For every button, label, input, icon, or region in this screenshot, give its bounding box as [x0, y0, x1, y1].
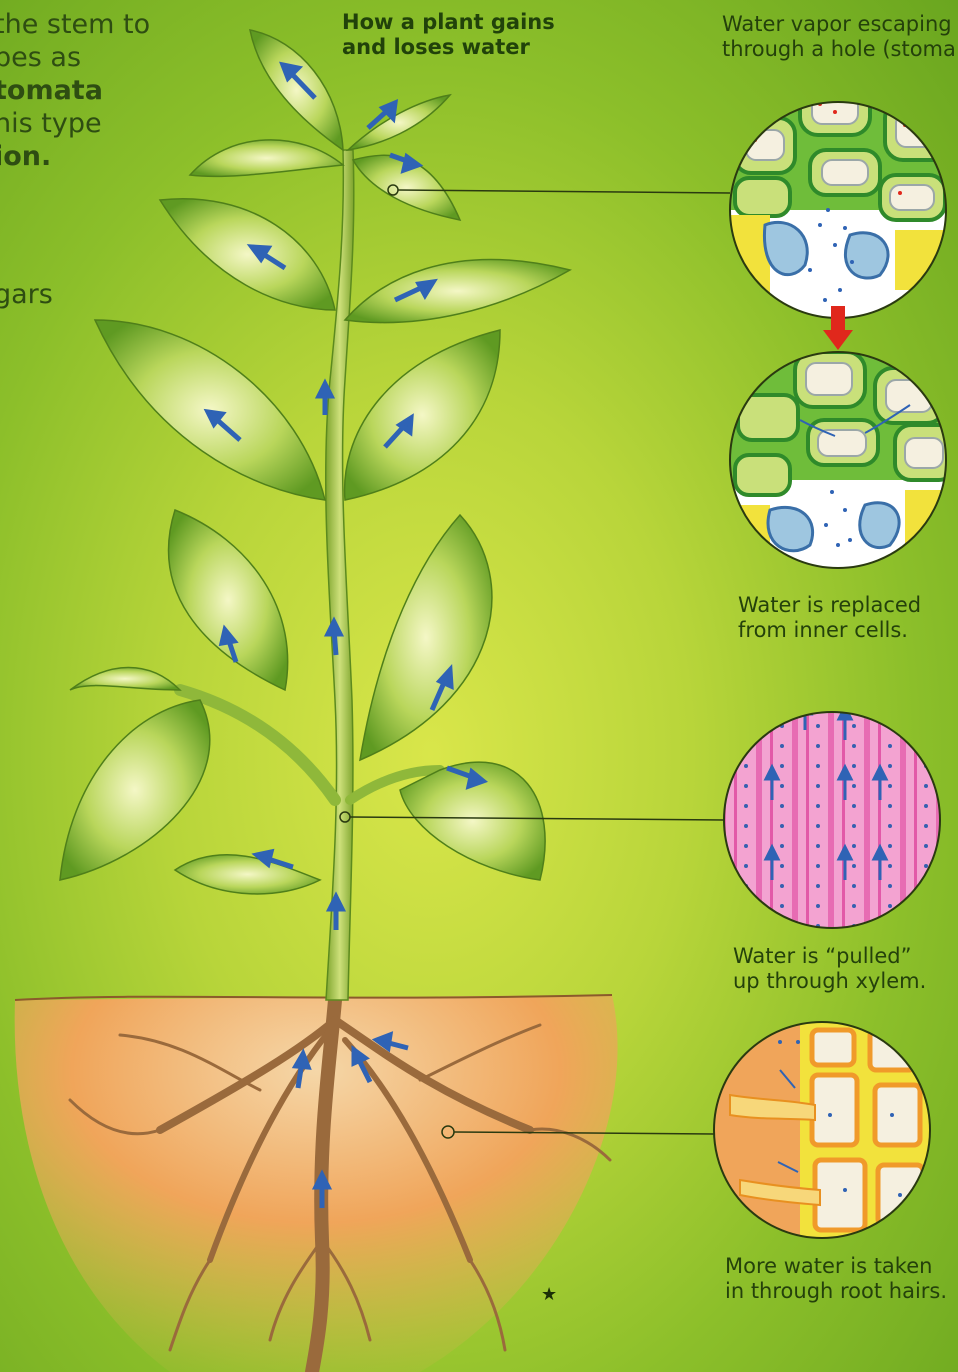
side-text-line: pes as: [0, 41, 81, 74]
leaf: [190, 140, 343, 176]
leaf: [345, 260, 570, 323]
replacement-magnifier: [730, 350, 958, 575]
replacement-caption: Water is replaced from inner cells.: [738, 593, 921, 643]
leaf: [348, 95, 450, 150]
side-text-line: ion.: [0, 140, 51, 173]
leaf: [160, 199, 335, 310]
leaf: [250, 30, 343, 150]
root-hair-caption: More water is taken in through root hair…: [725, 1254, 947, 1304]
diagram-title: How a plant gains and loses water: [342, 10, 602, 60]
leaf: [60, 700, 210, 880]
side-text-line: his type: [0, 107, 102, 140]
leaves: [60, 30, 570, 894]
side-text-line: gars: [0, 278, 53, 311]
side-text-line: the stem to: [0, 8, 150, 41]
xylem-caption: Water is “pulled” up through xylem.: [733, 944, 926, 994]
leaf: [70, 668, 180, 691]
leaf: [175, 855, 320, 894]
leaf: [360, 515, 492, 760]
plant-stem: [326, 150, 354, 1000]
stomata-caption: Water vapor escaping through a hole (sto…: [722, 12, 956, 62]
leaf: [345, 330, 500, 500]
star-icon: ★: [541, 1284, 557, 1305]
leaf: [169, 510, 288, 690]
root-hair-magnifier: [714, 1020, 940, 1250]
stoma-magnifier: [730, 80, 955, 318]
xylem-magnifier: [724, 702, 940, 928]
side-text-line: tomata: [0, 74, 103, 107]
